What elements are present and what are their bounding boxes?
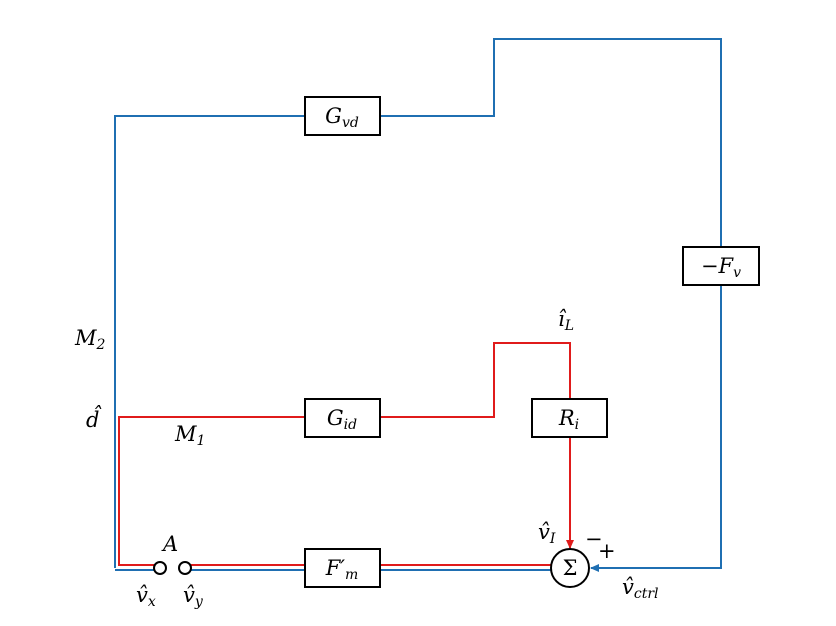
ri-block: Ri [531,398,608,438]
label-v-x: v̂x [136,583,156,610]
inner-loop-left-wire [118,416,305,566]
switch-terminal-y [178,561,192,575]
label-v-y: v̂y [183,583,204,610]
label-v-i: v̂I [538,520,556,547]
svg-text:F′m: F′m [325,556,359,583]
summing-junction: Σ [550,548,590,588]
outer-loop-right-wire [590,285,722,572]
sigma-symbol: Σ [563,556,578,580]
label-i-l: îL [558,307,574,334]
label-v-ctrl: v̂ctrl [622,575,659,602]
svg-text:Gid: Gid [327,406,357,433]
svg-text:−Fv: −Fv [701,254,741,281]
svg-text:Ri: Ri [558,406,579,433]
label-m2: M2 [74,326,106,353]
inner-loop-mid-wire [380,342,571,418]
label-a: A [161,532,178,556]
svg-text:Gvd: Gvd [325,104,359,131]
summer-minus-sign: − [585,527,603,551]
fm-block: F′m [304,548,381,588]
gvd-block: Gvd [304,96,381,136]
gid-block: Gid [304,398,381,438]
outer-loop-top-wire [380,38,722,247]
label-d-hat: d̂ [86,405,102,432]
switch-terminal-x [153,561,167,575]
summer-plus-sign: + [598,539,616,563]
fv-block: −Fv [682,246,760,286]
outer-loop-left-wire [114,115,305,568]
label-m1: M1 [174,422,205,449]
